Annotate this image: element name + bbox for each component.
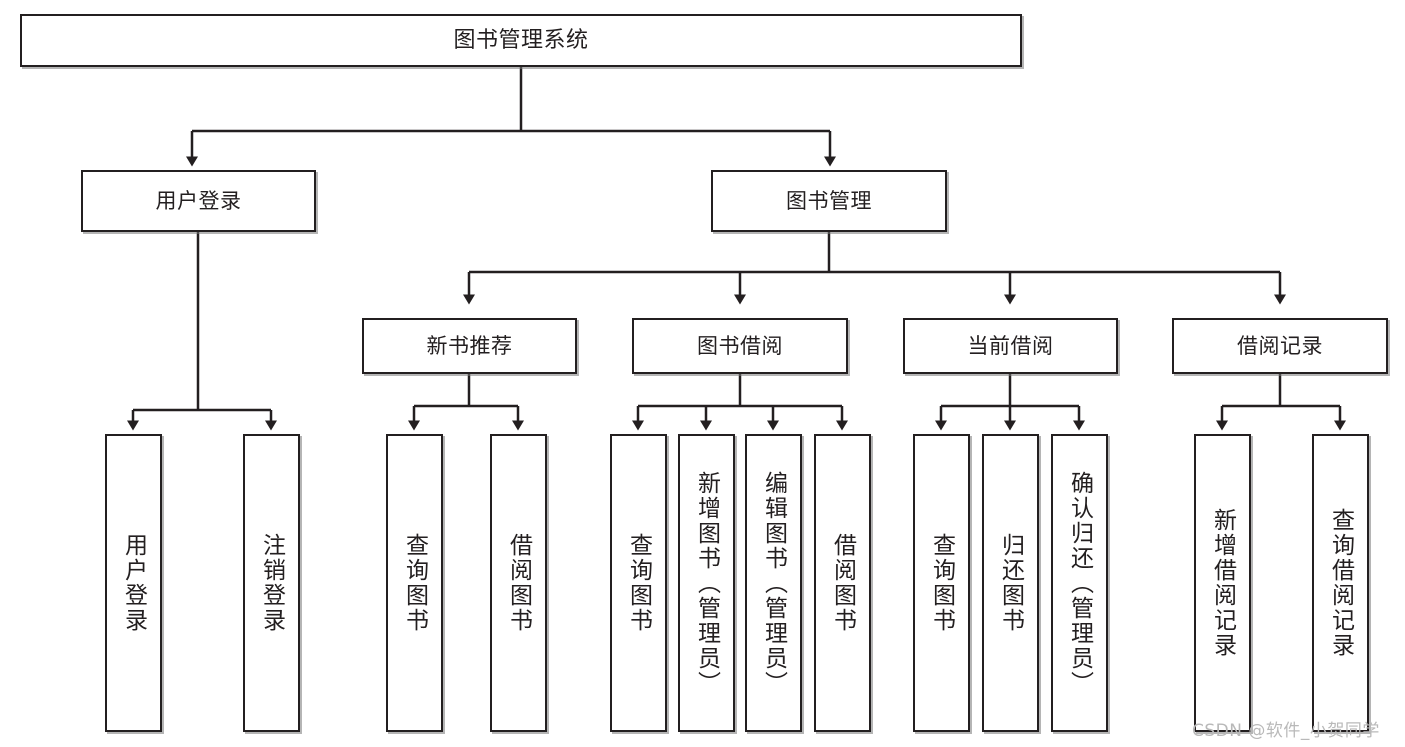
node-leaf-confirm-return-admin[interactable]: 确认归还（管理员） (1051, 434, 1108, 732)
node-label: 确认归还（管理员） (1066, 470, 1093, 696)
node-user-login[interactable]: 用户登录 (81, 170, 316, 232)
node-label: 注销登录 (258, 533, 285, 633)
node-label: 图书借阅 (697, 333, 783, 358)
node-leaf-borrow-books-newbook[interactable]: 借阅图书 (490, 434, 547, 732)
node-new-book-recommendation[interactable]: 新书推荐 (362, 318, 577, 374)
node-leaf-user-login[interactable]: 用户登录 (105, 434, 162, 732)
node-leaf-return-books[interactable]: 归还图书 (982, 434, 1039, 732)
node-leaf-borrow-books-borrow[interactable]: 借阅图书 (814, 434, 871, 732)
node-leaf-logout[interactable]: 注销登录 (243, 434, 300, 732)
node-leaf-query-books-borrow[interactable]: 查询图书 (610, 434, 667, 732)
node-label: 借阅图书 (829, 533, 856, 633)
node-book-borrowing[interactable]: 图书借阅 (632, 318, 848, 374)
node-label: 用户登录 (120, 533, 147, 633)
node-label: 查询图书 (625, 533, 652, 633)
node-leaf-query-books-current[interactable]: 查询图书 (913, 434, 970, 732)
node-book-management[interactable]: 图书管理 (711, 170, 947, 232)
node-borrowing-record[interactable]: 借阅记录 (1172, 318, 1388, 374)
node-label: 编辑图书（管理员） (760, 470, 787, 696)
node-label: 归还图书 (997, 533, 1024, 633)
node-label: 当前借阅 (967, 333, 1054, 358)
node-label: 新增图书（管理员） (693, 470, 720, 696)
node-label: 用户登录 (155, 188, 242, 213)
node-current-borrowing[interactable]: 当前借阅 (903, 318, 1118, 374)
node-label: 新增借阅记录 (1209, 508, 1236, 658)
node-leaf-add-book-admin[interactable]: 新增图书（管理员） (678, 434, 735, 732)
watermark: CSDN @软件_小贺同学 (1192, 721, 1380, 741)
node-label: 新书推荐 (426, 333, 513, 358)
node-label: 图书管理 (786, 188, 872, 213)
node-label: 查询图书 (928, 533, 955, 633)
node-label: 图书管理系统 (453, 27, 589, 53)
node-label: 查询图书 (401, 533, 428, 633)
node-leaf-query-borrow-record[interactable]: 查询借阅记录 (1312, 434, 1369, 732)
node-leaf-query-books-newbook[interactable]: 查询图书 (386, 434, 443, 732)
node-label: 借阅记录 (1237, 333, 1323, 358)
node-label: 借阅图书 (505, 533, 532, 633)
node-leaf-edit-book-admin[interactable]: 编辑图书（管理员） (745, 434, 802, 732)
node-label: 查询借阅记录 (1327, 508, 1354, 658)
node-leaf-add-borrow-record[interactable]: 新增借阅记录 (1194, 434, 1251, 732)
node-root-book-management-system[interactable]: 图书管理系统 (20, 14, 1022, 67)
